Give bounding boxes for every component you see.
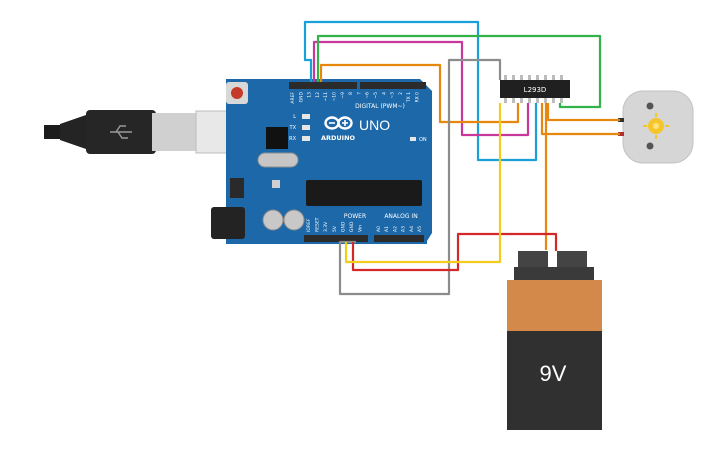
analog-pin-label-2: A2 (392, 226, 398, 232)
digital-pin-label-9: ~6 (365, 92, 371, 99)
analog-pin-label-1: A1 (384, 226, 390, 232)
digital-pin-label-15: RX 0 (415, 92, 421, 103)
power-pin-label-4: GND (340, 221, 346, 232)
digital-pin-label-3: 12 (315, 92, 321, 98)
chip-label: L293D (524, 86, 547, 94)
analog-pin-label-0: A0 (376, 226, 382, 232)
led-label-l: L (293, 114, 296, 120)
digital-pin-label-5: ~10 (332, 92, 338, 102)
power-pin-label-0: IOREF (306, 218, 312, 232)
wire-orange-motor-b (540, 103, 620, 136)
digital-pin-label-10: ~5 (373, 92, 379, 99)
digital-pin-label-8: 7 (356, 92, 362, 95)
digital-header-label: DIGITAL (PWM~) (355, 103, 405, 110)
wire-magenta (312, 40, 530, 137)
power-pin-label-6: Vin (358, 225, 364, 232)
digital-pin-label-11: 4 (381, 92, 387, 95)
digital-pin-label-6: ~9 (340, 92, 346, 99)
led-label-rx: RX (289, 136, 296, 142)
analog-pin-label-5: A5 (417, 226, 423, 232)
power-pin-label-2: 3.3V (323, 221, 329, 232)
digital-pin-label-13: 2 (398, 92, 404, 95)
digital-pin-label-2: 13 (307, 92, 313, 98)
arduino-logo-icon (324, 116, 353, 130)
wire-orange-pin (319, 63, 520, 124)
digital-pin-label-4: ~11 (323, 92, 329, 102)
digital-pin-label-0: AREF (290, 92, 296, 104)
battery-9v: 9V (507, 251, 602, 430)
wire-orange-motor-a (546, 103, 620, 122)
wire-green (316, 34, 602, 109)
wire-yellow (344, 103, 502, 264)
wire-red (351, 232, 558, 272)
analog-header-label: ANALOG IN (384, 213, 417, 220)
usb-cable-icon (44, 110, 241, 154)
digital-pin-label-14: TX 1 (406, 92, 412, 103)
digital-pin-label-1: GND (298, 91, 304, 102)
digital-pin-label-12: ~3 (390, 92, 396, 99)
model-label: UNO (359, 117, 390, 133)
analog-pin-label-4: A4 (409, 226, 415, 232)
power-pin-label-5: GND (349, 221, 355, 232)
on-led-label: ON (419, 137, 427, 143)
analog-pin-label-3: A3 (401, 226, 407, 232)
motor-icon (618, 90, 694, 164)
battery-label: 9V (540, 361, 567, 386)
power-header-label: POWER (344, 213, 366, 220)
wire-gray (338, 58, 502, 296)
power-pin-label-3: 5V (332, 225, 338, 232)
power-pin-label-1: RESET (315, 217, 321, 232)
brand-label: ARDUINO (321, 134, 356, 142)
wires (303, 20, 620, 296)
digital-pin-label-7: 8 (348, 92, 354, 95)
wire-blue (303, 20, 538, 162)
l293d-chip: L293D (500, 75, 570, 103)
led-label-tx: TX (289, 125, 297, 131)
